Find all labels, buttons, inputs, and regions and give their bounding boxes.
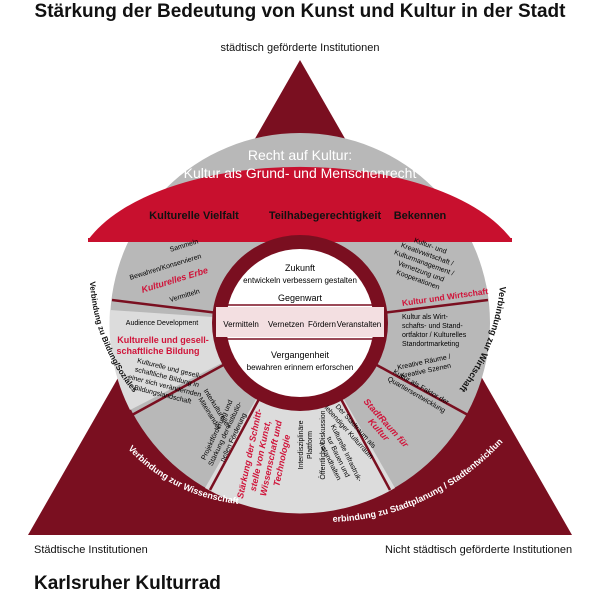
wirtschaft-mid-1: Kultur als Wirt- xyxy=(402,314,449,321)
bildung-title-1: Kulturelle und gesell- xyxy=(117,335,209,345)
dome-value-vielfalt: Kulturelle Vielfalt xyxy=(149,210,239,222)
wirtschaft-mid-2: schafts- und Stand- xyxy=(402,323,463,330)
wissenschaft-right-3: Öffentliche Diskussion xyxy=(319,410,327,479)
hub-past-title: Vergangenheit xyxy=(271,350,330,360)
wirtschaft-mid-4: Standortmarketing xyxy=(402,341,459,348)
top-corner-label: städtisch geförderte Institutionen xyxy=(220,42,380,54)
page-title: Stärkung der Bedeutung von Kunst und Kul… xyxy=(34,1,566,22)
bottom-left-corner-label: Städtische Institutionen xyxy=(34,544,148,556)
hub-present-title: Gegenwart xyxy=(278,293,323,303)
bottom-right-corner-label: Nicht städtisch geförderte Institutionen xyxy=(385,544,573,556)
wissenschaft-right-1: Interdisziplinäre xyxy=(298,420,305,469)
dome-headline-1: Recht auf Kultur: xyxy=(248,147,352,163)
diagram-name: Karlsruher Kulturrad xyxy=(34,573,221,594)
present-band xyxy=(216,307,384,337)
hub-present-veranstalten: Veranstalten xyxy=(337,320,381,329)
segment-wissenschaft-bg xyxy=(205,323,395,514)
dome-value-teilhabe: Teilhabegerechtigkeit xyxy=(269,210,382,222)
bildung-audience: Audience Development xyxy=(126,320,198,327)
dome-value-bekennen: Bekennen xyxy=(394,210,447,222)
dome-headline-2: Kultur als Grund- und Menschenrecht xyxy=(184,165,417,181)
hub-future-verbs: entwickeln verbessern gestalten xyxy=(243,276,357,285)
wissenschaft-right-2: Plattform xyxy=(307,431,314,459)
hub-present-vermitteln: Vermitteln xyxy=(223,320,259,329)
hub-present-vernetzen: Vernetzen xyxy=(268,320,304,329)
dome xyxy=(88,166,512,240)
wirtschaft-mid-3: ortfaktor / Kulturelles xyxy=(402,332,467,339)
hub-future-title: Zukunft xyxy=(285,263,316,273)
hub-present-foerdern: Fördern xyxy=(308,320,336,329)
bildung-title-2: schaftliche Bildung xyxy=(116,346,199,356)
hub-past-verbs: bewahren erinnern erforschen xyxy=(247,363,354,372)
